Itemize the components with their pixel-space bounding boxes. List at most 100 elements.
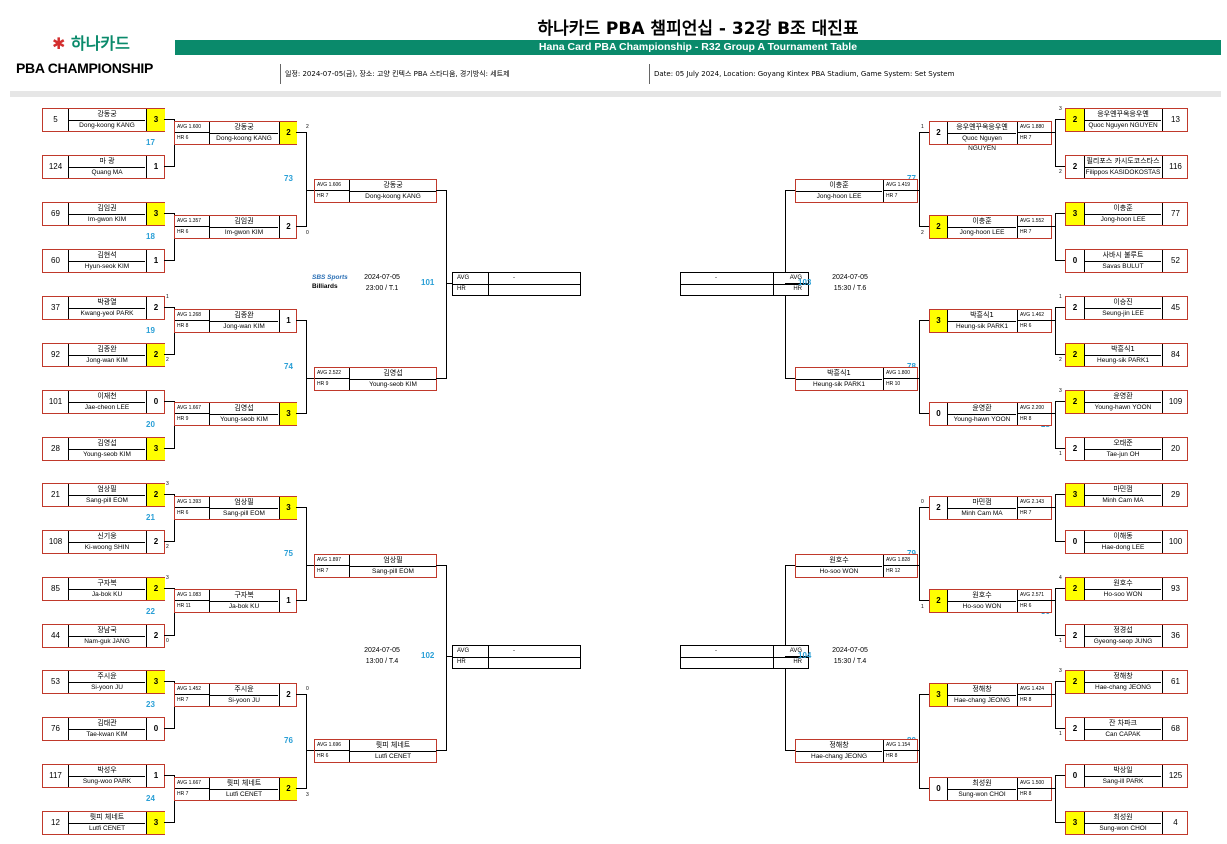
player-avg: AVG 2.143	[1020, 499, 1045, 505]
bracket-line	[1051, 507, 1055, 508]
player-seed: 69	[43, 203, 69, 225]
player-name-en: Hae-chang JEONG	[954, 697, 1010, 704]
logo-line2: Billiards	[312, 283, 338, 290]
bracket-line	[1051, 226, 1055, 227]
bracket-line	[164, 260, 174, 261]
semifinal-slot[interactable]: AVG-HR	[680, 645, 809, 669]
set-count: 3	[1059, 388, 1062, 394]
bracket-line	[917, 750, 919, 751]
bracket-line	[919, 694, 920, 789]
player-avg: AVG 1.667	[177, 780, 202, 786]
bracket-line	[917, 190, 919, 191]
player-seed: 45	[1162, 297, 1188, 319]
semifinal-slot[interactable]: AVG-HR	[452, 645, 581, 669]
player-hr: HR 8	[1020, 697, 1032, 703]
player-avg: AVG 1.419	[886, 182, 911, 188]
avg-row: AVG-	[681, 646, 808, 658]
bracket-line	[164, 681, 174, 682]
bracket-line	[785, 283, 808, 284]
player-hr: HR 9	[177, 416, 189, 422]
player-score: 1	[146, 765, 165, 787]
match-number: 73	[284, 174, 293, 183]
bracket-line	[1055, 728, 1065, 729]
semifinal-slot[interactable]: AVG-HR	[452, 272, 581, 296]
player-name-en: Si-yoon JU	[91, 684, 123, 691]
player-hr: HR 8	[1020, 416, 1032, 422]
semifinal-slot[interactable]: AVG-HR	[680, 272, 809, 296]
bracket-line	[164, 166, 174, 167]
player-name-kr: 원호수	[1085, 578, 1161, 590]
player-name-kr: 이승진	[1085, 297, 1161, 309]
bracket-line	[306, 132, 307, 227]
column-divider	[773, 646, 774, 668]
match-number: 23	[146, 699, 155, 709]
